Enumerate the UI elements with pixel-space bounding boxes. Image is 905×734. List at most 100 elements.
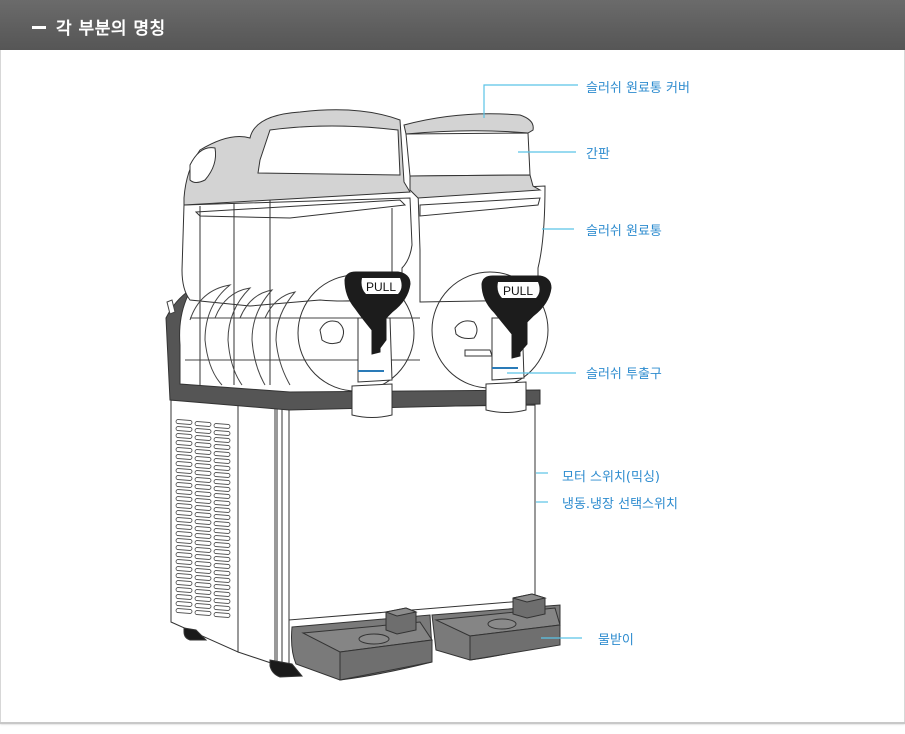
vent-slot	[175, 608, 193, 614]
vent-slot	[175, 468, 193, 474]
vent-slot	[175, 440, 193, 446]
vent-slot	[175, 503, 193, 509]
vent-slot	[194, 589, 212, 595]
vent-slot	[213, 542, 231, 548]
label-cover: 슬러쉬 원료통 커버	[586, 81, 690, 96]
vent-slot	[213, 514, 231, 520]
vent-slot	[194, 561, 212, 567]
vent-slot	[213, 500, 231, 506]
vent-slot	[175, 601, 193, 607]
vent-slot	[175, 419, 193, 425]
pull-text-left: PULL	[366, 280, 396, 294]
vent-slot	[194, 547, 212, 553]
vent-slot	[175, 538, 193, 544]
label-drip-tray: 물받이	[598, 633, 634, 648]
vent-slot	[175, 587, 193, 593]
vent-slot	[194, 610, 212, 616]
bowls	[181, 185, 549, 392]
vent-grille	[175, 419, 231, 618]
vent-slot	[213, 437, 231, 443]
section-header: 각 부분의 명칭	[0, 0, 905, 50]
vent-slot	[194, 533, 212, 539]
vent-slot	[194, 526, 212, 532]
vent-slot	[213, 423, 231, 429]
vent-slot	[213, 507, 231, 513]
vent-slot	[194, 435, 212, 441]
vent-slot	[194, 442, 212, 448]
cabinet	[170, 399, 536, 678]
vent-slot	[194, 428, 212, 434]
vent-slot	[175, 510, 193, 516]
vent-slot	[175, 524, 193, 530]
vent-slot	[175, 573, 193, 579]
vent-slot	[175, 447, 193, 453]
vent-slot	[175, 426, 193, 432]
vent-slot	[194, 512, 212, 518]
vent-slot	[175, 545, 193, 551]
vent-slot	[175, 552, 193, 558]
vent-slot	[213, 563, 231, 569]
vent-slot	[213, 556, 231, 562]
vent-slot	[213, 521, 231, 527]
vent-slot	[194, 554, 212, 560]
vent-slot	[213, 451, 231, 457]
dispensing-valves	[344, 271, 552, 418]
vent-slot	[213, 570, 231, 576]
vent-slot	[175, 517, 193, 523]
vent-slot	[213, 444, 231, 450]
vent-slot	[175, 580, 193, 586]
vent-slot	[194, 596, 212, 602]
vent-slot	[194, 582, 212, 588]
foot	[183, 627, 208, 641]
vent-slot	[175, 566, 193, 572]
vent-slot	[213, 430, 231, 436]
label-signboard: 간판	[586, 147, 610, 162]
vent-slot	[194, 519, 212, 525]
vent-slot	[194, 484, 212, 490]
label-motor-switch: 모터 스위치(믹싱)	[562, 470, 660, 485]
vent-slot	[175, 461, 193, 467]
vent-slot	[194, 498, 212, 504]
vent-slot	[213, 528, 231, 534]
foot	[269, 659, 304, 678]
vent-slot	[194, 477, 212, 483]
vent-slot	[194, 568, 212, 574]
vent-slot	[213, 472, 231, 478]
label-mode-switch: 냉동.냉장 선택스위치	[562, 497, 678, 512]
vent-slot	[194, 421, 212, 427]
vent-slot	[175, 482, 193, 488]
vent-slot	[213, 605, 231, 611]
vent-slot	[213, 465, 231, 471]
section-title: 각 부분의 명칭	[56, 19, 166, 39]
label-outlet: 슬러쉬 투출구	[586, 367, 662, 382]
vent-slot	[175, 489, 193, 495]
vent-slot	[194, 491, 212, 497]
vent-slot	[213, 458, 231, 464]
vent-slot	[194, 463, 212, 469]
vent-slot	[213, 577, 231, 583]
vent-slot	[175, 475, 193, 481]
vent-slot	[213, 493, 231, 499]
vent-slot	[194, 449, 212, 455]
vent-slot	[175, 454, 193, 460]
dash-icon	[32, 26, 46, 29]
vent-slot	[194, 603, 212, 609]
vent-slot	[213, 535, 231, 541]
vent-slot	[194, 575, 212, 581]
bottom-divider	[0, 722, 905, 724]
vent-slot	[213, 549, 231, 555]
label-bowl: 슬러쉬 원료통	[586, 224, 662, 239]
vent-slot	[194, 540, 212, 546]
vent-slot	[194, 505, 212, 511]
vent-slot	[175, 531, 193, 537]
vent-slot	[175, 594, 193, 600]
vent-slot	[175, 559, 193, 565]
vent-slot	[213, 479, 231, 485]
pull-text-right: PULL	[503, 284, 533, 298]
bowl-covers	[183, 109, 542, 206]
vent-slot	[213, 584, 231, 590]
vent-slot	[213, 612, 231, 618]
vent-slot	[175, 496, 193, 502]
vent-slot	[213, 591, 231, 597]
